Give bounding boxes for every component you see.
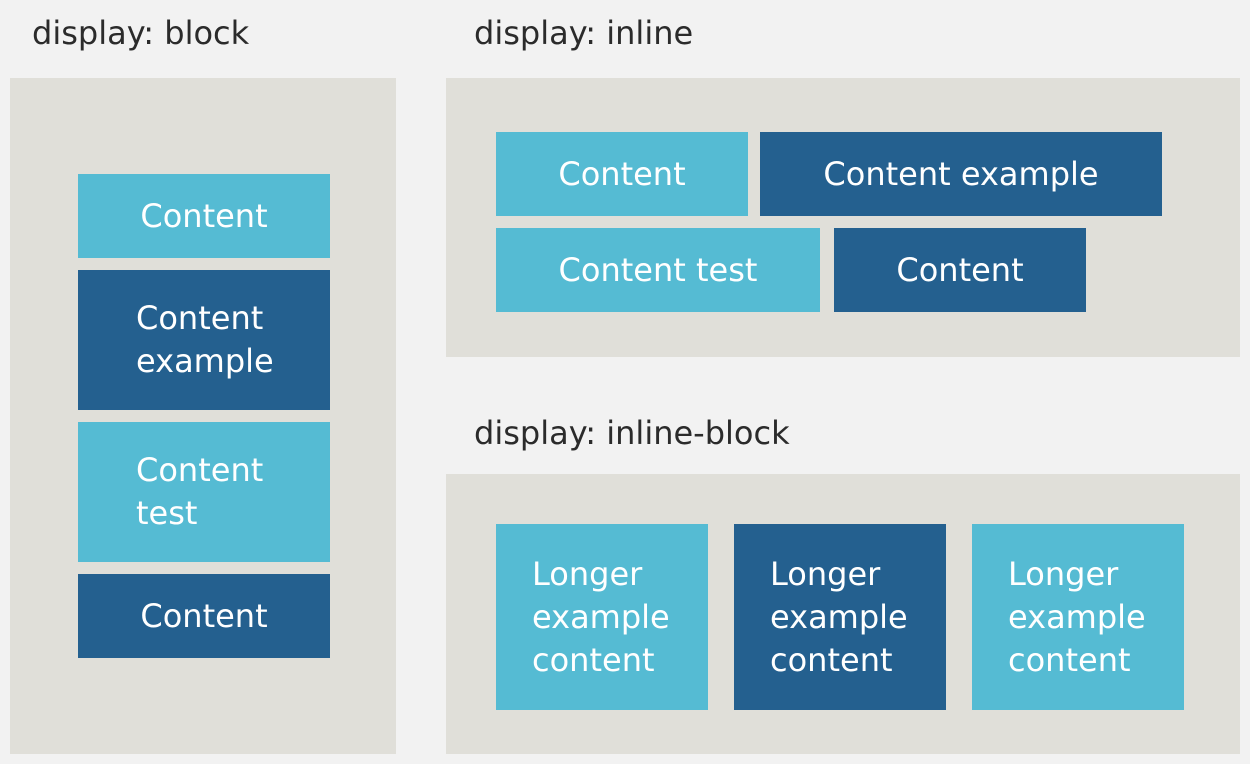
block-item-3-label: Content test (136, 451, 264, 532)
block-item-2-label: Content example (136, 299, 274, 380)
block-section-heading: display: block (32, 14, 250, 52)
inline-section-heading: display: inline (474, 14, 694, 52)
block-item-2: Content example (78, 270, 330, 410)
inline-panel (446, 78, 1240, 357)
inline-block-item-1-label: Longer example content (532, 554, 670, 679)
inline-item-3: Content test (496, 228, 820, 312)
block-item-1-label: Content (140, 196, 268, 235)
inline-item-1-label: Content (558, 154, 686, 193)
block-item-4-label: Content (140, 596, 268, 635)
inline-block-item-1: Longer example content (496, 524, 708, 710)
inline-block-item-3: Longer example content (972, 524, 1184, 710)
inline-item-2-label: Content example (823, 154, 1099, 193)
block-item-1: Content (78, 174, 330, 258)
inline-block-item-2-label: Longer example content (770, 554, 908, 679)
block-item-3: Content test (78, 422, 330, 562)
block-item-4: Content (78, 574, 330, 658)
inline-item-3-label: Content test (558, 250, 758, 289)
inline-block-section-heading: display: inline-block (474, 414, 790, 452)
inline-block-item-2: Longer example content (734, 524, 946, 710)
inline-item-1: Content (496, 132, 748, 216)
inline-item-4-label: Content (896, 250, 1024, 289)
inline-block-item-3-label: Longer example content (1008, 554, 1146, 679)
inline-item-4: Content (834, 228, 1086, 312)
inline-item-2: Content example (760, 132, 1162, 216)
